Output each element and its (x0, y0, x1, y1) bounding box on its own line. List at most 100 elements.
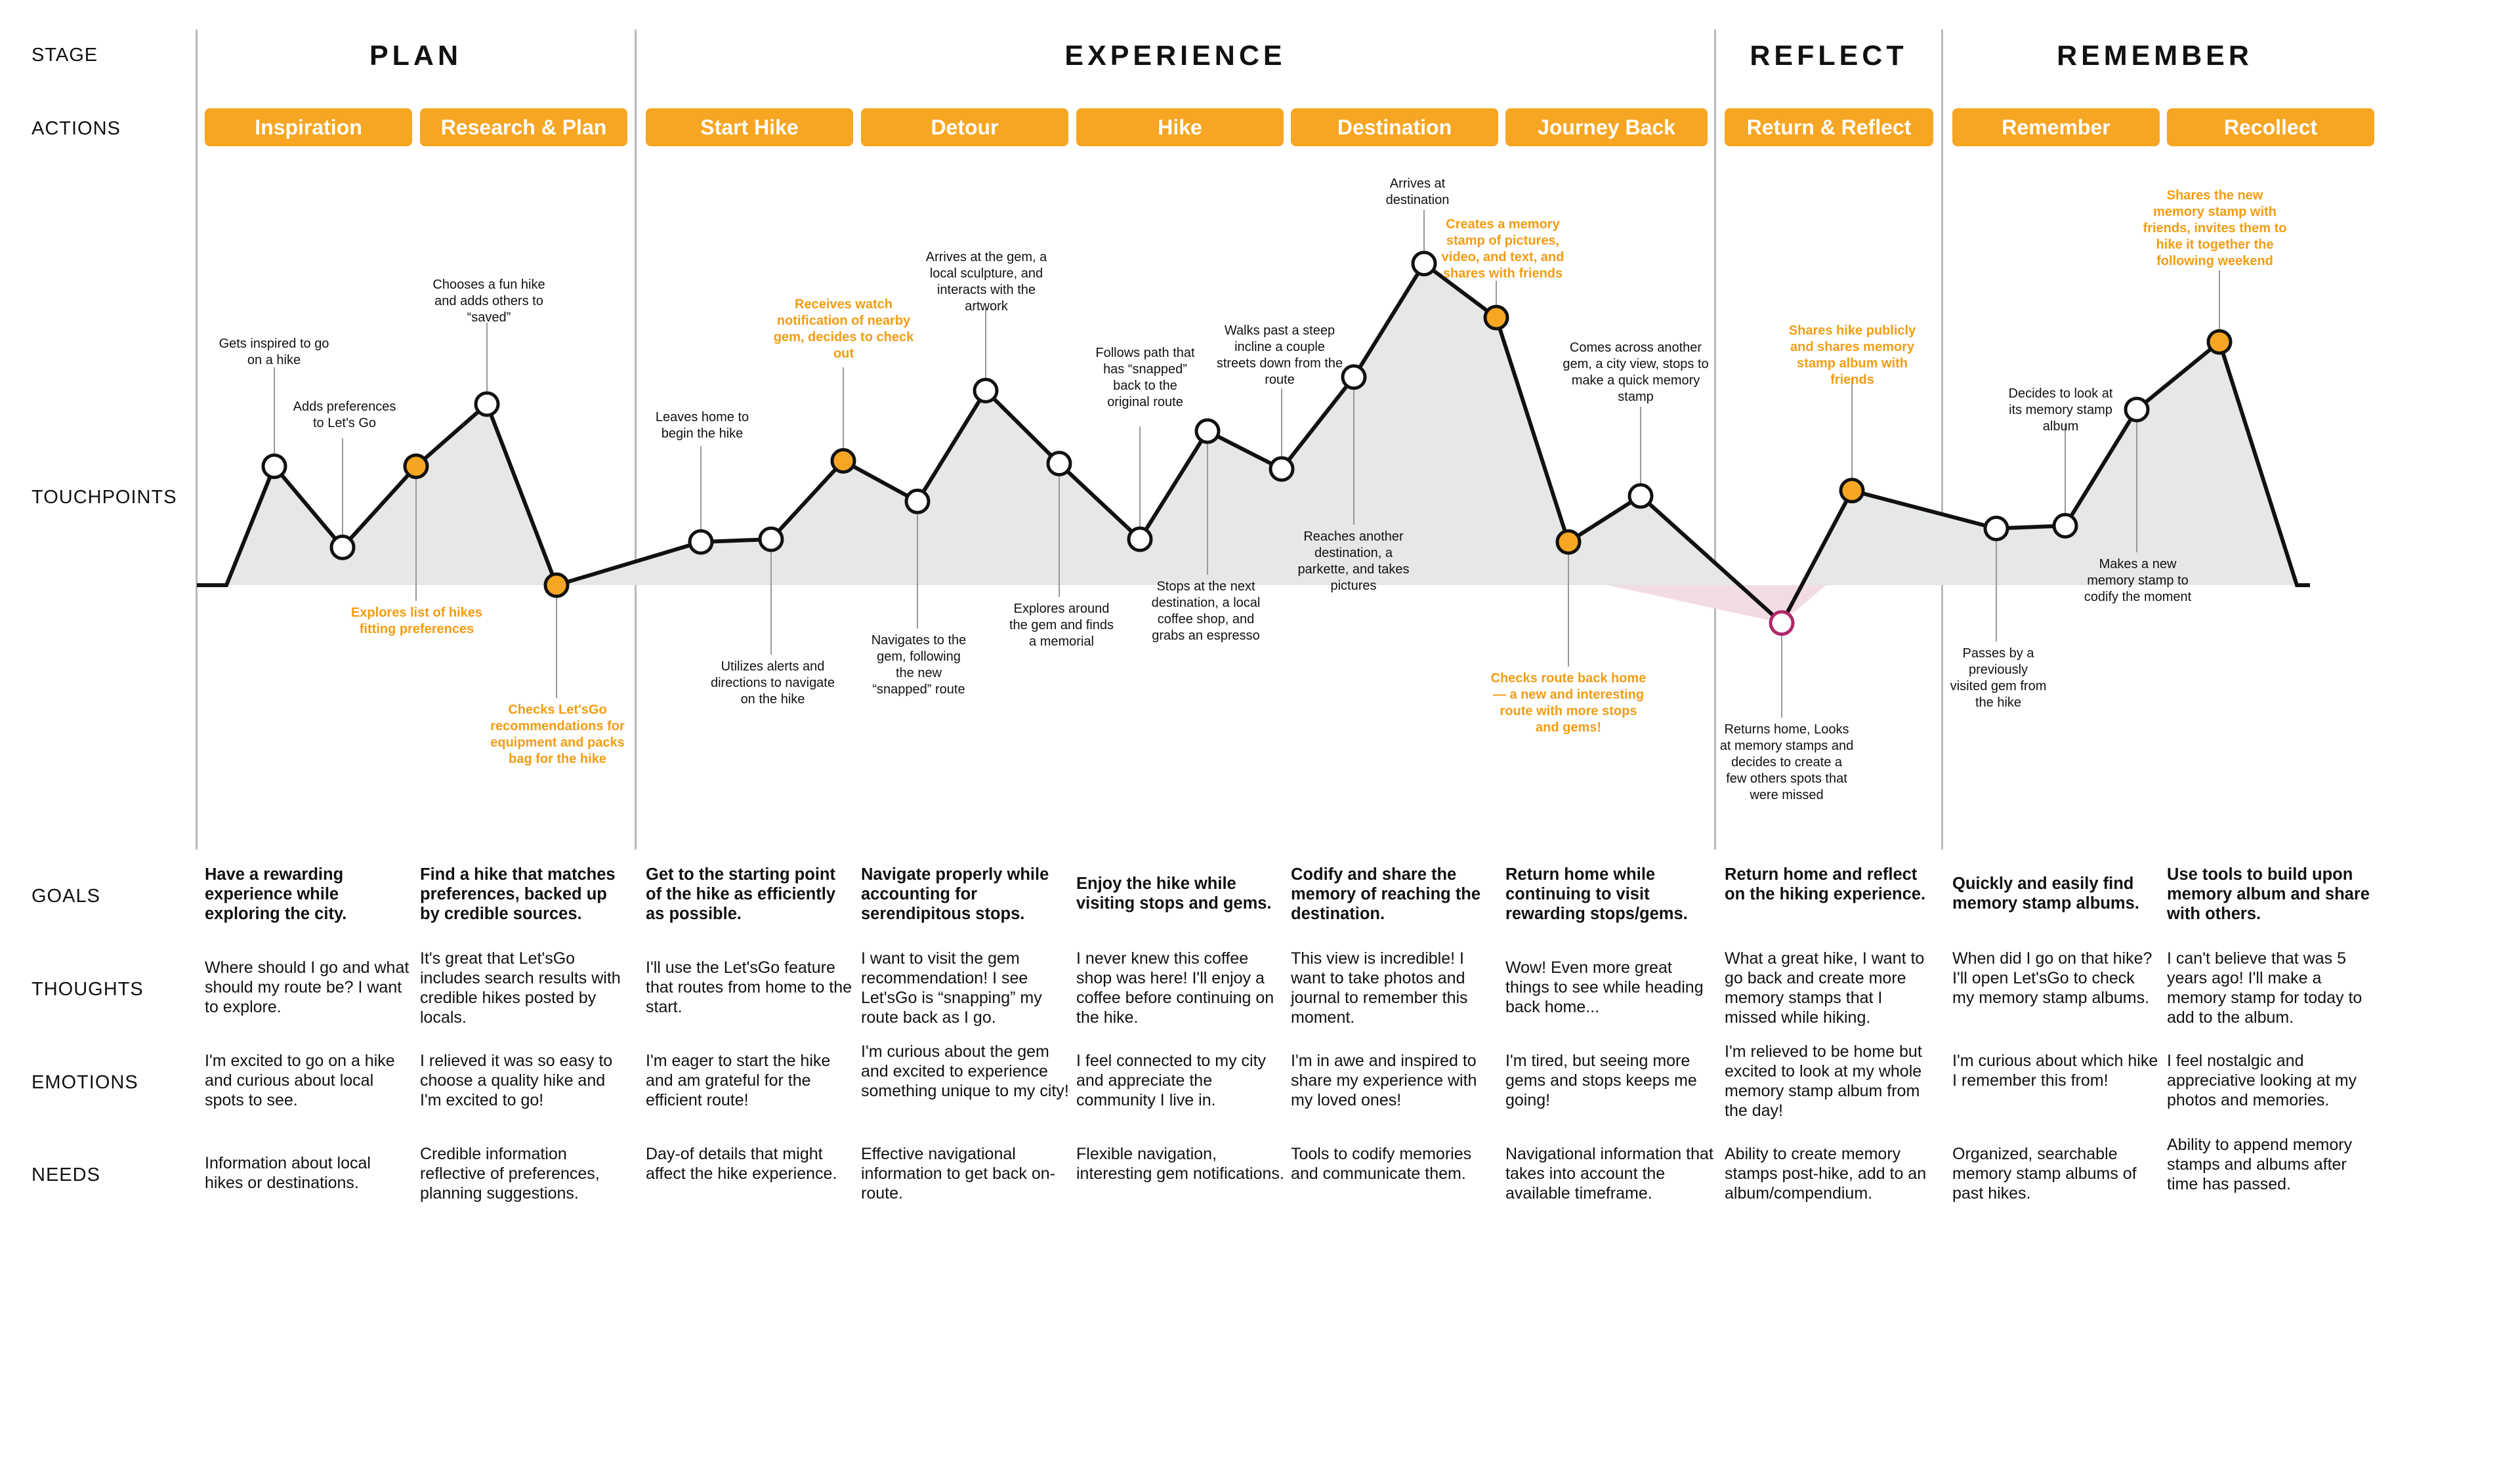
need-cell: Ability to append memory stamps and albu… (2167, 1136, 2353, 1193)
goal-cell: Use tools to build upon memory album and… (2167, 865, 2370, 923)
touchpoint-marker (403, 453, 429, 480)
touchpoint-note: Gets inspired to go on a hike (219, 337, 329, 367)
touchpoint-note: Arrives at destination (1385, 176, 1450, 207)
emotion-area-fill (197, 263, 2310, 623)
touchpoint-marker (1628, 483, 1654, 509)
need-cell: Ability to create memory stamps post-hik… (1725, 1145, 1927, 1203)
touchpoint-marker (1194, 418, 1221, 444)
touchpoint-note: Stops at the next destination, a local c… (1151, 579, 1261, 643)
row-label-needs: NEEDS (32, 1164, 100, 1185)
touchpoint-note: Returns home, Looks at memory stamps and… (1719, 722, 1854, 802)
action-start-hike: Start Hike (646, 108, 853, 146)
thought-cell: What a great hike, I want to go back and… (1725, 949, 1925, 1027)
need-cell: Effective navigational information to ge… (861, 1145, 1055, 1203)
touchpoint-note: Follows path that has “snapped” back to … (1095, 346, 1195, 409)
goal-cell: Enjoy the hike while visiting stops and … (1076, 875, 1272, 913)
need-cell: Navigational information that takes into… (1505, 1145, 1713, 1203)
stage-divider (1714, 30, 1716, 850)
row-label-stage: STAGE (32, 45, 98, 66)
touchpoint-note: Utilizes alerts and directions to naviga… (710, 659, 835, 707)
stage-title-experience: EXPERIENCE (1064, 40, 1286, 72)
row-label-thoughts: THOUGHTS (32, 979, 144, 1000)
touchpoint-marker (543, 572, 570, 598)
touchpoint-marker (1269, 456, 1295, 482)
stage-title-remember: REMEMBER (2057, 40, 2253, 72)
touchpoint-marker (973, 377, 999, 403)
action-journey-back: Journey Back (1505, 108, 1708, 146)
touchpoint-note: Navigates to the gem, following the new … (871, 633, 967, 697)
touchpoint-marker (1983, 515, 2009, 541)
stage-divider (196, 30, 198, 850)
touchpoint-note: Arrives at the gem, a local sculpture, a… (925, 250, 1047, 314)
action-recollect: Recollect (2167, 108, 2374, 146)
emotion-cell: I'm curious about the gem and excited to… (861, 1042, 1069, 1100)
goal-cell: Quickly and easily find memory stamp alb… (1952, 875, 2139, 913)
stage-title-plan: PLAN (369, 40, 463, 72)
touchpoint-marker (474, 391, 500, 417)
emotion-cell: I'm relieved to be home but excited to l… (1725, 1042, 1922, 1120)
touchpoint-marker (688, 529, 714, 555)
need-cell: Day-of details that might affect the hik… (646, 1145, 837, 1183)
touchpoint-note: Reaches another destination, a parkette,… (1297, 529, 1410, 593)
touchpoint-note: Makes a new memory stamp to codify the m… (2084, 557, 2192, 604)
stage-divider (635, 30, 637, 850)
goal-cell: Have a rewarding experience while explor… (205, 865, 347, 923)
emotion-cell: I'm excited to go on a hike and curious … (205, 1052, 395, 1109)
touchpoint-marker (1769, 610, 1795, 636)
touchpoint-marker (2124, 396, 2150, 422)
thought-cell: Where should I go and what should my rou… (205, 958, 410, 1016)
touchpoint-note: Leaves home to begin the hike (655, 410, 749, 441)
touchpoint-marker (2052, 512, 2078, 539)
need-cell: Tools to codify memories and communicate… (1291, 1145, 1472, 1183)
thought-cell: I'll use the Let'sGo feature that routes… (646, 958, 852, 1016)
goal-cell: Navigate properly while accounting for s… (861, 865, 1049, 923)
touchpoint-note: Explores list of hikes fitting preferenc… (350, 606, 483, 636)
thought-cell: This view is incredible! I want to take … (1291, 949, 1468, 1027)
thought-cell: I can't believe that was 5 years ago! I'… (2167, 949, 2362, 1027)
emotion-cell: I'm in awe and inspired to share my expe… (1291, 1052, 1477, 1109)
touchpoint-marker (1127, 526, 1153, 552)
touchpoint-marker (1341, 364, 1367, 390)
thought-cell: I never knew this coffee shop was here! … (1076, 949, 1274, 1027)
row-label-emotions: EMOTIONS (32, 1072, 138, 1093)
touchpoint-note: Shares hike publicly and shares memory s… (1788, 323, 1916, 387)
thought-cell: I want to visit the gem recommendation! … (861, 949, 1042, 1027)
touchpoint-marker (329, 534, 356, 560)
goal-cell: Return home while continuing to visit re… (1505, 865, 1688, 923)
goal-cell: Return home and reflect on the hiking ex… (1725, 865, 1926, 903)
touchpoint-note: Explores around the gem and finds a memo… (1009, 602, 1114, 649)
emotion-cell: I'm eager to start the hike and am grate… (646, 1052, 831, 1109)
thought-cell: When did I go on that hike? I'll open Le… (1952, 949, 2152, 1007)
thought-cell: Wow! Even more great things to see while… (1505, 958, 1704, 1016)
emotion-cell: I relieved it was so easy to choose a qu… (420, 1052, 613, 1109)
touchpoint-note: Adds preferences to Let's Go (293, 400, 396, 430)
touchpoint-marker (1411, 251, 1437, 277)
need-cell: Flexible navigation, interesting gem not… (1076, 1145, 1284, 1183)
action-inspiration: Inspiration (205, 108, 412, 146)
action-research-plan: Research & Plan (420, 108, 627, 146)
action-return-reflect: Return & Reflect (1725, 108, 1933, 146)
action-hike: Hike (1076, 108, 1284, 146)
touchpoint-marker (1839, 478, 1865, 504)
action-destination: Destination (1291, 108, 1498, 146)
touchpoint-marker (1046, 451, 1072, 477)
goal-cell: Find a hike that matches preferences, ba… (420, 865, 616, 923)
action-detour: Detour (861, 108, 1068, 146)
action-remember: Remember (1952, 108, 2160, 146)
thought-cell: It's great that Let'sGo includes search … (420, 949, 621, 1027)
goal-cell: Codify and share the memory of reaching … (1291, 865, 1481, 923)
row-label-touchpoints: TOUCHPOINTS (32, 487, 177, 508)
touchpoint-note: Checks Let'sGo recommendations for equip… (490, 703, 625, 766)
touchpoint-marker (1555, 529, 1582, 555)
emotion-curve-chart (197, 210, 2310, 718)
touchpoint-note: Chooses a fun hike and adds others to “s… (432, 278, 545, 325)
emotion-cell: I feel nostalgic and appreciative lookin… (2167, 1052, 2357, 1109)
emotion-cell: I'm tired, but seeing more gems and stop… (1505, 1052, 1697, 1109)
touchpoint-marker (261, 453, 287, 480)
touchpoint-marker (904, 488, 931, 514)
emotion-cell: I'm curious about which hike I remember … (1952, 1052, 2158, 1090)
need-cell: Information about local hikes or destina… (205, 1154, 371, 1192)
touchpoint-note: Receives watch notification of nearby ge… (773, 297, 914, 361)
stage-divider (1941, 30, 1943, 850)
